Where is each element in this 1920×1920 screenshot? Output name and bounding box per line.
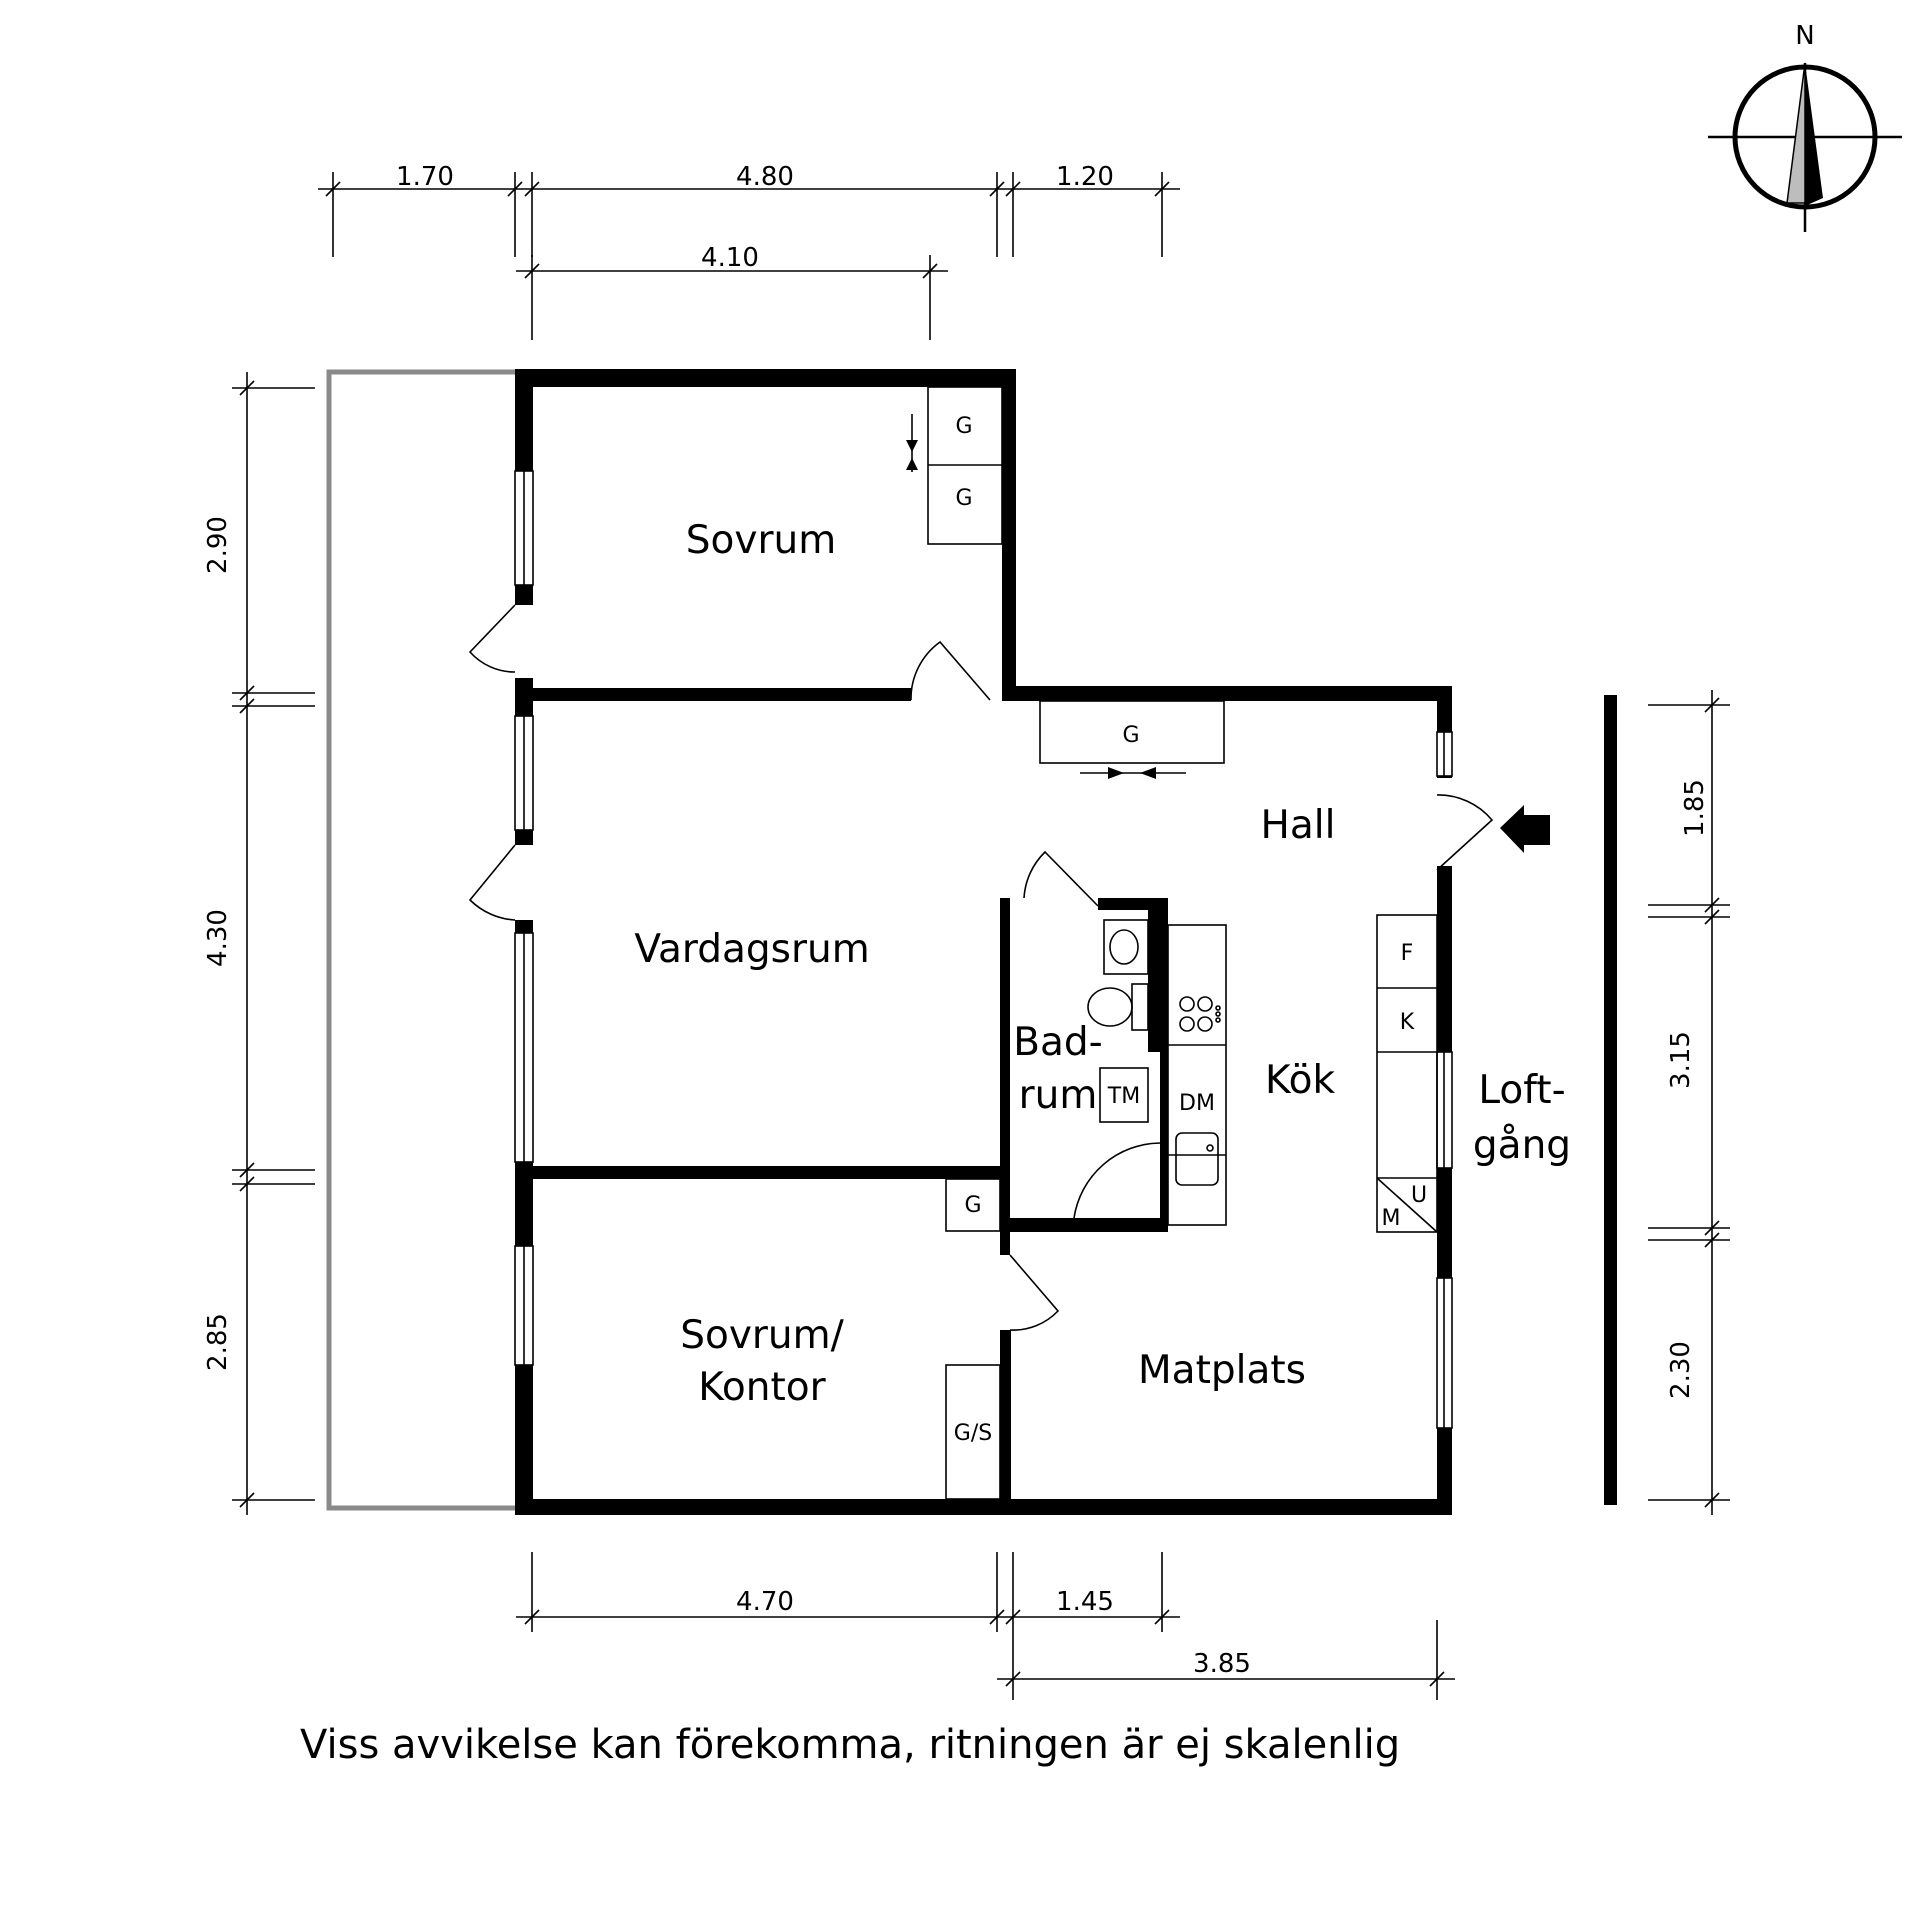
dim-right-3: 2.30	[1666, 1341, 1696, 1399]
fixture-label-wardrobe-office: G	[964, 1193, 981, 1218]
fixture-label-oven: U	[1411, 1183, 1427, 1208]
fixture-label-microwave: M	[1382, 1206, 1401, 1231]
dim-left-3: 2.85	[203, 1313, 233, 1371]
dim-bottom-1: 4.70	[736, 1587, 794, 1617]
fixture-label-wardrobe-2: G	[955, 486, 972, 511]
dim-right-1: 1.85	[1680, 779, 1710, 837]
fixture-label-freezer: K	[1400, 1010, 1415, 1035]
dim-top-3: 1.20	[1056, 162, 1114, 192]
fixture-label-wardrobe-linen: G/S	[954, 1421, 992, 1446]
dim-bottom-3: 3.85	[1193, 1649, 1251, 1679]
fixture-label-dishwasher: DM	[1179, 1091, 1215, 1116]
corridor-edge	[1604, 695, 1617, 1505]
fixture-label-washing-machine: TM	[1107, 1084, 1140, 1109]
room-label-kok: Kök	[1265, 1058, 1335, 1103]
compass-icon	[1708, 62, 1902, 232]
room-label-matplats: Matplats	[1138, 1348, 1306, 1393]
room-label-loftgang-2: gång	[1473, 1123, 1571, 1168]
room-label-loftgang-1: Loft-	[1478, 1068, 1565, 1113]
fixtures	[927, 386, 1438, 1500]
room-label-badrum-2: rum	[1019, 1073, 1098, 1118]
dim-left-2: 4.30	[203, 909, 233, 967]
room-label-hall: Hall	[1261, 803, 1336, 848]
dim-top-4: 4.10	[701, 243, 759, 273]
dim-left-1: 2.90	[203, 516, 233, 574]
room-label-badrum-1: Bad-	[1013, 1020, 1102, 1065]
fixture-label-fridge: F	[1401, 941, 1414, 966]
walls	[515, 369, 1452, 1515]
dim-top-1: 1.70	[396, 162, 454, 192]
dim-top-2: 4.80	[736, 162, 794, 192]
dim-right-2: 3.15	[1666, 1031, 1696, 1089]
doors	[468, 604, 1494, 1331]
fixture-label-wardrobe-hall: G	[1122, 723, 1139, 748]
disclaimer-note: Viss avvikelse kan förekomma, ritningen …	[300, 1722, 1400, 1768]
compass-north-label: N	[1795, 21, 1814, 51]
room-label-sovrum-kontor-1: Sovrum/	[680, 1313, 844, 1358]
balcony-outline	[326, 369, 518, 1511]
entrance-arrow-icon	[1500, 805, 1550, 853]
dim-bottom-2: 1.45	[1056, 1587, 1114, 1617]
room-label-sovrum-kontor-2: Kontor	[698, 1365, 826, 1410]
windows	[514, 470, 1453, 1429]
fixture-label-wardrobe-1: G	[955, 414, 972, 439]
room-label-vardagsrum: Vardagsrum	[634, 927, 869, 972]
room-label-sovrum: Sovrum	[686, 518, 836, 563]
arrows	[906, 414, 1186, 779]
dimension-lines	[232, 172, 1730, 1700]
